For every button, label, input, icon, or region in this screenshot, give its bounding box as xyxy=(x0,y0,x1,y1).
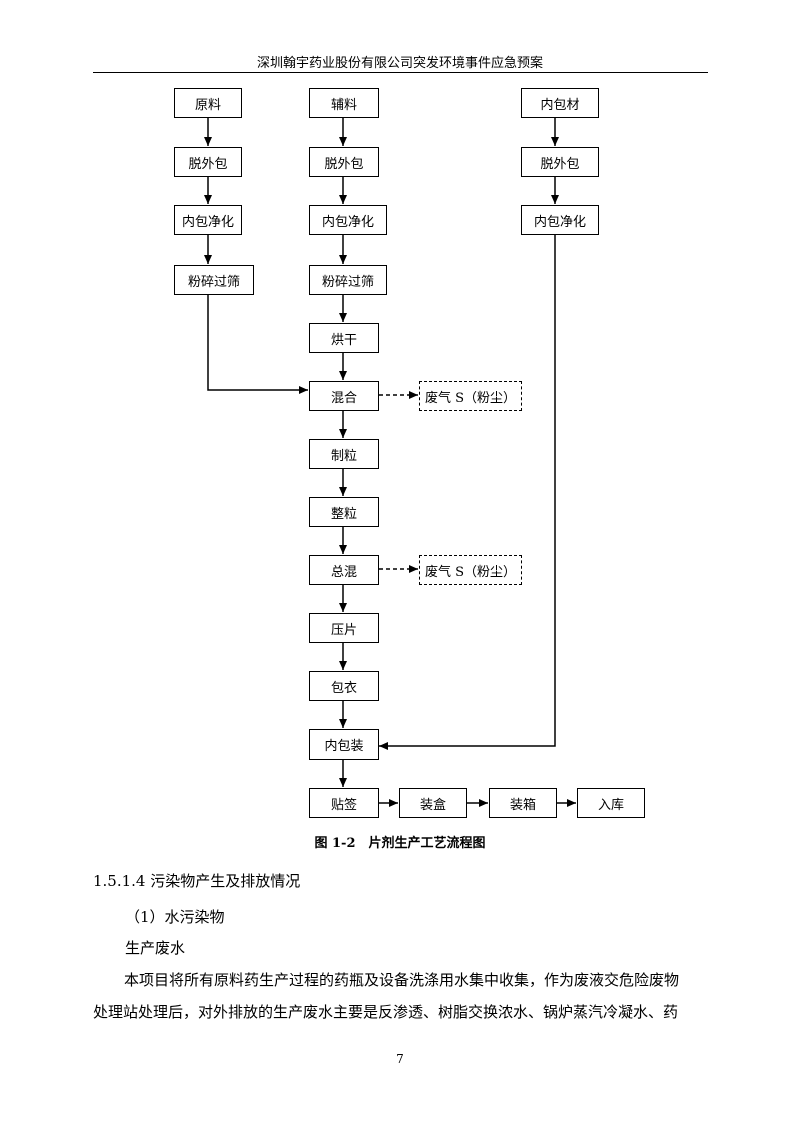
node-inner-clean-2: 内包净化 xyxy=(309,205,387,235)
emission-dust-mix: 废气 S（粉尘） xyxy=(419,381,522,411)
section-heading: 1.5.1.4 污染物产生及排放情况 xyxy=(93,872,301,890)
node-unpack-2: 脱外包 xyxy=(309,147,379,177)
node-inner-pack-material: 内包材 xyxy=(521,88,599,118)
node-inner-pack: 内包装 xyxy=(309,729,379,760)
subheading-production-wastewater: 生产废水 xyxy=(125,939,186,957)
node-crush-sieve-1: 粉碎过筛 xyxy=(174,265,254,295)
subheading-water-pollutants: （1）水污染物 xyxy=(125,908,225,926)
node-casing: 装箱 xyxy=(489,788,557,818)
node-unpack-1: 脱外包 xyxy=(174,147,242,177)
node-dry: 烘干 xyxy=(309,323,379,353)
paragraph-line: 处理站处理后，对外排放的生产废水主要是反渗透、树脂交换浓水、锅炉蒸汽冷凝水、药 xyxy=(93,1003,679,1021)
node-granulate: 制粒 xyxy=(309,439,379,469)
node-mix: 混合 xyxy=(309,381,379,411)
emission-dust-final-mix: 废气 S（粉尘） xyxy=(419,555,522,585)
node-crush-sieve-2: 粉碎过筛 xyxy=(309,265,387,295)
node-final-mix: 总混 xyxy=(309,555,379,585)
node-inner-clean-3: 内包净化 xyxy=(521,205,599,235)
node-compress: 压片 xyxy=(309,613,379,643)
node-size-granules: 整粒 xyxy=(309,497,379,527)
page-header: 深圳翰宇药业股份有限公司突发环境事件应急预案 xyxy=(256,56,543,71)
header-rule xyxy=(93,72,708,73)
node-boxing: 装盒 xyxy=(399,788,467,818)
node-raw-material: 原料 xyxy=(174,88,242,118)
node-coat: 包衣 xyxy=(309,671,379,701)
node-warehouse: 入库 xyxy=(577,788,645,818)
node-excipient: 辅料 xyxy=(309,88,379,118)
node-inner-clean-1: 内包净化 xyxy=(174,205,242,235)
paragraph-line: 本项目将所有原料药生产过程的药瓶及设备洗涤用水集中收集，作为废液交危险废物 xyxy=(124,971,680,989)
node-label: 贴签 xyxy=(309,788,379,818)
page-number: 7 xyxy=(396,1052,404,1066)
figure-caption: 图 1-2 片剂生产工艺流程图 xyxy=(314,836,486,851)
node-unpack-3: 脱外包 xyxy=(521,147,599,177)
